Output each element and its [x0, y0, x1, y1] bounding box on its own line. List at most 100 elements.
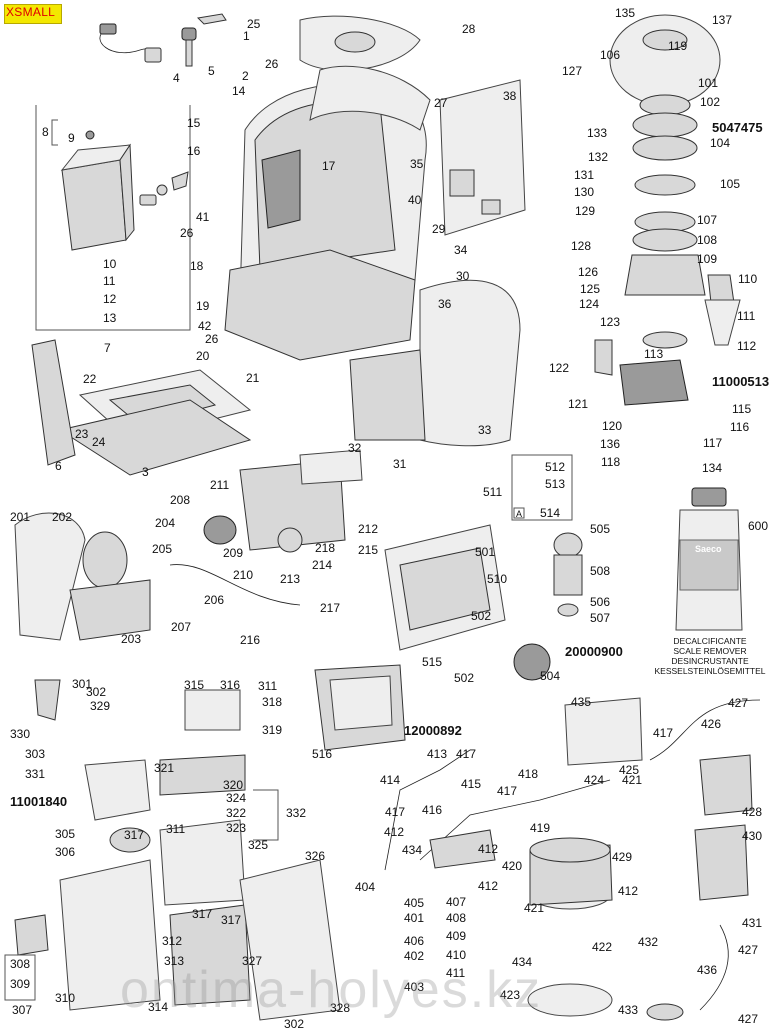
part-label-411: 411 [446, 966, 465, 980]
part-label-513: 513 [545, 477, 565, 491]
part-label-511: 511 [483, 485, 502, 499]
part-label-113: 113 [644, 347, 663, 361]
part-label-16: 16 [187, 144, 201, 158]
part-label-26: 26 [205, 332, 219, 346]
part-label-41: 41 [196, 210, 210, 224]
part-label-115: 115 [732, 402, 751, 416]
part-label-301: 301 [72, 677, 92, 691]
part-label-2: 2 [242, 69, 249, 83]
part-label-406: 406 [404, 934, 424, 948]
part-label-322: 322 [226, 806, 246, 820]
part-label-34: 34 [454, 243, 468, 257]
bottle-number: 600 [748, 519, 768, 533]
part-label-514: 514 [540, 506, 560, 520]
part-label-119: 119 [668, 39, 687, 53]
part-label-318: 318 [262, 695, 282, 709]
bottle-line-3: DESINCRUSTANTE [671, 656, 749, 666]
part-label-307: 307 [12, 1003, 32, 1017]
part-label-401: 401 [404, 911, 424, 925]
part-label-204: 204 [155, 516, 175, 530]
part-label-1: 1 [243, 29, 250, 43]
part-label-104: 104 [710, 136, 730, 150]
part-label-320: 320 [223, 778, 243, 792]
brew-group-section [14, 449, 363, 641]
part-label-427: 427 [738, 1012, 758, 1026]
part-label-409: 409 [446, 929, 466, 943]
part-label-213: 213 [280, 572, 300, 586]
part-label-516: 516 [312, 747, 332, 761]
part-label-12: 12 [103, 292, 117, 306]
part-label-218: 218 [315, 541, 335, 555]
part-label-210: 210 [233, 568, 253, 582]
bottle-line-1: DECALCIFICANTE [673, 636, 747, 646]
part-label-309: 309 [10, 977, 30, 991]
part-code-11001840: 11001840 [10, 794, 67, 809]
part-label-130: 130 [574, 185, 594, 199]
part-label-127: 127 [562, 64, 582, 78]
part-label-308: 308 [10, 957, 30, 971]
brew-unit-lower-part [14, 679, 341, 1021]
part-label-415: 415 [461, 777, 481, 791]
part-label-323: 323 [226, 821, 246, 835]
bottle-line-2: SCALE REMOVER [673, 646, 747, 656]
part-label-434: 434 [512, 955, 532, 969]
power-cord-part [99, 23, 162, 63]
part-label-424: 424 [584, 773, 604, 787]
part-label-20: 20 [196, 349, 210, 363]
part-label-27: 27 [434, 96, 448, 110]
part-label-314: 314 [148, 1000, 168, 1014]
part-label-137: 137 [712, 13, 732, 27]
part-label-417: 417 [653, 726, 673, 740]
part-label-433: 433 [618, 1003, 638, 1017]
part-label-117: 117 [703, 436, 722, 450]
part-label-419: 419 [530, 821, 550, 835]
part-label-201: 201 [10, 510, 30, 524]
part-label-436: 436 [697, 963, 717, 977]
part-label-5: 5 [208, 64, 215, 78]
part-label-303: 303 [25, 747, 45, 761]
part-label-410: 410 [446, 948, 466, 962]
part-label-8: 8 [42, 125, 49, 139]
part-label-418: 418 [518, 767, 538, 781]
part-label-107: 107 [697, 213, 717, 227]
box-letter-a: A [516, 509, 522, 519]
descaler-bottle-part [675, 487, 743, 631]
part-label-427: 427 [738, 943, 758, 957]
part-label-412: 412 [478, 842, 498, 856]
part-label-106: 106 [600, 48, 620, 62]
grinder-stack-part [594, 14, 741, 406]
part-label-332: 332 [286, 806, 306, 820]
part-label-331: 331 [25, 767, 45, 781]
part-label-134: 134 [702, 461, 722, 475]
part-label-207: 207 [171, 620, 191, 634]
part-label-430: 430 [742, 829, 762, 843]
part-label-10: 10 [103, 257, 117, 271]
size-badge-text: XSMALL [6, 5, 56, 19]
part-label-13: 13 [103, 311, 117, 325]
part-label-214: 214 [312, 558, 332, 572]
descaler-bottle-text: DECALCIFICANTE SCALE REMOVER DESINCRUSTA… [652, 636, 768, 676]
part-label-15: 15 [187, 116, 201, 130]
part-label-423: 423 [500, 988, 520, 1002]
part-label-302: 302 [284, 1017, 304, 1031]
part-label-21: 21 [246, 371, 260, 385]
group-8-bracket [51, 119, 58, 146]
part-label-407: 407 [446, 895, 466, 909]
boiler-and-hoses-part [384, 697, 761, 1021]
part-label-19: 19 [196, 299, 210, 313]
part-label-128: 128 [571, 239, 591, 253]
part-label-317: 317 [221, 913, 241, 927]
part-label-4: 4 [173, 71, 180, 85]
part-label-208: 208 [170, 493, 190, 507]
part-label-414: 414 [380, 773, 400, 787]
part-label-329: 329 [90, 699, 110, 713]
part-label-413: 413 [427, 747, 447, 761]
part-label-11: 11 [103, 274, 116, 288]
part-label-35: 35 [410, 157, 424, 171]
part-label-125: 125 [580, 282, 600, 296]
part-label-317: 317 [124, 828, 144, 842]
part-label-29: 29 [432, 222, 446, 236]
bold-part-codes: 5047475110005132000090012000892110018406… [10, 120, 769, 809]
group-332-bracket [253, 789, 279, 841]
